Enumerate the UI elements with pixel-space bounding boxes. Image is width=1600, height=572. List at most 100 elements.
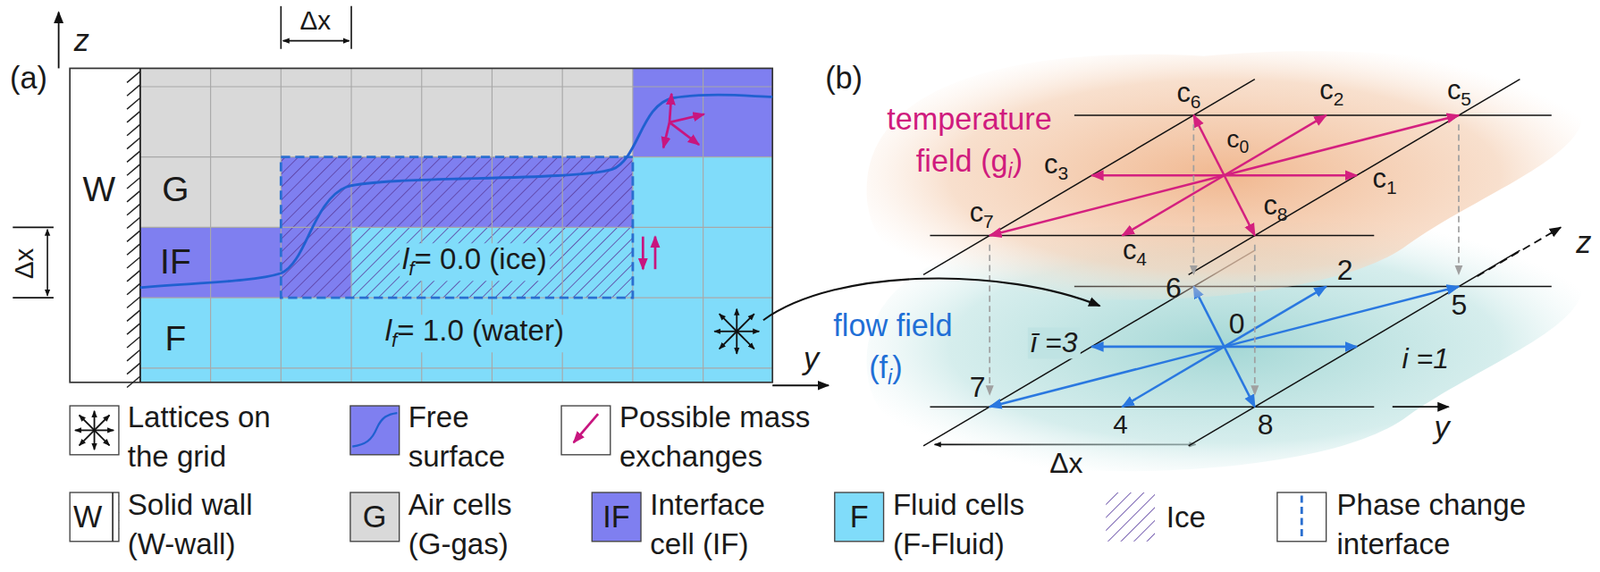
figure-label: (fi) xyxy=(868,351,903,390)
lattice-symbol xyxy=(714,330,737,333)
label-text: IF xyxy=(602,499,630,534)
temperature-lattice xyxy=(1074,114,1552,116)
legend-text: Fluid cells (F-Fluid) xyxy=(892,485,1062,565)
figure-label: IF xyxy=(602,500,630,535)
label-text: i =1 xyxy=(1402,342,1449,375)
lattice-symbol xyxy=(75,411,114,450)
mass-exchange-arrow xyxy=(654,236,657,270)
legend-swatch xyxy=(69,405,119,455)
dimension-mark xyxy=(283,40,350,43)
grid-line xyxy=(140,85,773,87)
figure-label: y xyxy=(1433,412,1449,447)
subscript: 7 xyxy=(983,210,994,231)
figure-label: c7 xyxy=(969,197,994,231)
axis-arrow xyxy=(772,384,829,387)
label-text: (f xyxy=(868,350,888,385)
dimension-mark xyxy=(12,296,54,299)
coupling-arrow xyxy=(989,124,1459,395)
legend-swatch xyxy=(350,492,400,542)
label-text: W xyxy=(73,499,102,534)
temperature-lattice xyxy=(1224,174,1357,177)
figure-label: lf= 0.0 (ice) xyxy=(399,244,550,282)
subscript: 6 xyxy=(1190,91,1202,112)
label-text: 2 xyxy=(1337,253,1354,287)
lattice-symbol xyxy=(735,309,738,332)
axis-arrow xyxy=(58,12,829,387)
figure-label: c2 xyxy=(1319,75,1344,109)
wall-hatch xyxy=(126,203,141,216)
legend-swatch xyxy=(1277,492,1327,542)
label-text: = 0.0 (ice) xyxy=(414,243,548,277)
figure-label: (b) xyxy=(825,61,863,96)
label-text: c xyxy=(1263,189,1277,221)
label-text: l xyxy=(402,243,409,277)
figure-label: F xyxy=(850,500,869,535)
label-text: 0 xyxy=(1229,307,1246,340)
lattice-symbol xyxy=(736,331,755,350)
label-text: G xyxy=(161,169,189,209)
label-text: c xyxy=(1122,234,1137,266)
temperature-lattice xyxy=(1188,79,1521,276)
label-text: Δx xyxy=(8,247,39,279)
mass-exchange-arrow xyxy=(642,93,704,270)
figure-label: c8 xyxy=(1263,190,1288,224)
label-text: c xyxy=(1044,148,1058,180)
label-text: temperature xyxy=(886,101,1053,136)
grid-line xyxy=(140,297,773,299)
legend-swatch xyxy=(1105,492,1155,542)
wall-hatch xyxy=(126,256,141,269)
label-text: Δx xyxy=(1049,447,1083,480)
figure-label: 5 xyxy=(1451,290,1468,322)
legend-text: Ice xyxy=(1166,497,1248,538)
label-text: c xyxy=(969,196,984,228)
wall-hatch xyxy=(126,124,141,136)
label-text: c xyxy=(1372,162,1387,194)
figure-label: F xyxy=(164,320,186,359)
flow-lattice xyxy=(989,346,1224,407)
grid-line xyxy=(350,67,352,382)
legend-swatch xyxy=(1300,495,1304,539)
dimension-mark xyxy=(350,6,353,50)
lattice-symbol xyxy=(94,429,110,446)
wall-hatch xyxy=(126,362,141,375)
free-surface-curve xyxy=(140,94,773,288)
figure-label: G xyxy=(362,500,388,535)
temperature-field-plane xyxy=(867,50,1584,300)
label-text: Δx xyxy=(299,5,331,35)
mass-exchange-arrow xyxy=(669,114,705,123)
wall-hatch xyxy=(126,71,141,84)
legend-text: Phase change interface xyxy=(1336,485,1556,565)
label-text: IF xyxy=(160,242,191,281)
label-text: W xyxy=(82,169,116,209)
figure-label: Δx xyxy=(1049,448,1083,480)
label-text: y xyxy=(1433,411,1449,446)
lattice-symbol xyxy=(79,429,95,446)
subscript: 8 xyxy=(1277,202,1289,224)
label-text: 6 xyxy=(1165,271,1182,304)
wall-hatch xyxy=(126,323,141,336)
legend-swatch xyxy=(1105,492,1155,542)
figure-label: 8 xyxy=(1257,409,1274,441)
legend-swatch xyxy=(111,492,114,542)
label-text: 8 xyxy=(1257,408,1274,441)
figure-label: z xyxy=(74,24,90,59)
flow-lattice xyxy=(1224,286,1327,347)
lattice-symbol xyxy=(735,331,738,354)
label-text: F xyxy=(164,319,186,358)
dimension-mark xyxy=(46,229,49,296)
label-text: l xyxy=(385,314,392,348)
temperature-lattice xyxy=(1224,175,1255,236)
dimension-mark xyxy=(12,227,54,229)
flow-lattice xyxy=(1091,345,1224,349)
axis-arrow xyxy=(1392,227,1561,407)
flow-lattice xyxy=(1224,286,1459,347)
coupling-arrow xyxy=(988,244,991,396)
label-text: ) xyxy=(1012,143,1023,177)
label-text: y xyxy=(803,341,819,376)
figure-label: W xyxy=(73,500,102,535)
figure-label: c0 xyxy=(1226,125,1249,157)
wall-hatch xyxy=(126,244,141,256)
coupling-arrow xyxy=(1254,244,1256,396)
label-text: ) xyxy=(892,350,902,385)
